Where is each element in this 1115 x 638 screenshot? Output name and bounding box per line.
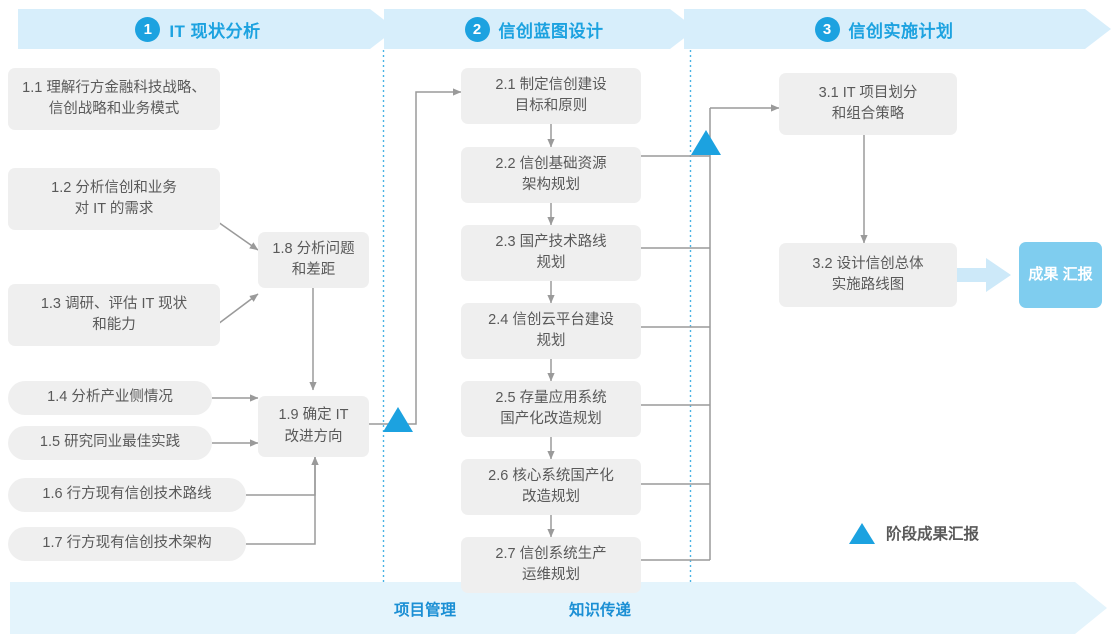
milestone-triangle-phase1 [383, 407, 413, 432]
legend-label: 阶段成果汇报 [886, 526, 980, 543]
phase-title-3: 信创实施计划 [848, 21, 954, 41]
phase-header-1: 1 IT 现状分析 [18, 9, 378, 49]
task-box-2-2[interactable]: 2.2 信创基础资源 架构规划 [461, 147, 641, 203]
legend: 阶段成果汇报 [849, 522, 979, 544]
footer-band [10, 582, 1107, 634]
task-box-1-6[interactable]: 1.6 行方现有信创技术路线 [8, 478, 246, 512]
task-box-3-2[interactable]: 3.2 设计信创总体 实施路线图 [779, 243, 957, 307]
task-1-2-line-1: 1.2 分析信创和业务 [51, 179, 177, 196]
milestone-triangle-phase2 [691, 130, 721, 155]
task-2-1-line-2: 目标和原则 [514, 98, 588, 114]
task-2-7-line-2: 运维规划 [522, 567, 580, 583]
task-2-2-line-2: 架构规划 [522, 177, 580, 193]
result-badge[interactable]: 成果 汇报 [1019, 242, 1102, 308]
task-2-6-line-1: 2.6 核心系统国产化 [488, 467, 614, 484]
footer-label-knowledge-transfer: 知识传递 [569, 602, 632, 619]
task-2-5-line-1: 2.5 存量应用系统 [495, 389, 607, 406]
phase-band-1 [18, 9, 396, 49]
phase-band-3 [684, 9, 1111, 49]
task-1-2-line-2: 对 IT 的需求 [74, 201, 154, 217]
task-2-1-line-1: 2.1 制定信创建设 [495, 76, 607, 93]
task-2-4-line-1: 2.4 信创云平台建设 [488, 311, 614, 328]
task-1-5-line-1: 1.5 研究同业最佳实践 [39, 434, 181, 451]
footer-label-project-management: 项目管理 [394, 602, 457, 619]
result-arrow [951, 258, 1011, 292]
task-3-2-line-1: 3.2 设计信创总体 [812, 255, 924, 272]
task-1-3-line-1: 1.3 调研、评估 IT 现状 [40, 295, 188, 312]
task-1-9-line-1: 1.9 确定 IT [278, 407, 349, 424]
task-box-2-7[interactable]: 2.7 信创系统生产 运维规划 [461, 537, 641, 593]
result-badge-line-1: 成果 [1028, 265, 1059, 283]
task-box-2-5[interactable]: 2.5 存量应用系统 国产化改造规划 [461, 381, 641, 437]
connector-1_6-to-1_9 [246, 456, 319, 496]
task-1-6-line-1: 1.6 行方现有信创技术路线 [42, 486, 212, 503]
phase-title-2: 信创蓝图设计 [498, 21, 604, 41]
milestone-triangle-icon [849, 522, 875, 544]
task-box-2-1[interactable]: 2.1 制定信创建设 目标和原则 [461, 68, 641, 124]
task-2-3-line-1: 2.3 国产技术路线 [495, 233, 607, 250]
connector-1_2-to-1_8 [217, 221, 259, 251]
task-box-1-3[interactable]: 1.3 调研、评估 IT 现状 和能力 [8, 284, 220, 346]
task-1-9-line-2: 改进方向 [284, 428, 343, 445]
task-box-2-3[interactable]: 2.3 国产技术路线 规划 [461, 225, 641, 281]
task-1-8-line-2: 和差距 [291, 262, 336, 278]
phase-title-1: IT 现状分析 [169, 21, 261, 41]
task-2-3-line-2: 规划 [536, 255, 566, 271]
phase-header-3: 3 信创实施计划 [684, 9, 1084, 49]
task-1-1-line-2: 信创战略和业务模式 [48, 101, 180, 117]
connector-1_3-to-1_8 [217, 293, 259, 325]
phase-number-2: 2 [464, 16, 490, 42]
task-1-3-line-2: 和能力 [92, 317, 136, 333]
task-box-1-8[interactable]: 1.8 分析问题 和差距 [258, 232, 369, 288]
task-box-3-1[interactable]: 3.1 IT 项目划分 和组合策略 [779, 73, 957, 135]
task-3-1-line-1: 3.1 IT 项目划分 [818, 84, 918, 101]
task-box-1-7[interactable]: 1.7 行方现有信创技术架构 [8, 527, 246, 561]
task-box-1-9[interactable]: 1.9 确定 IT 改进方向 [258, 396, 369, 457]
task-1-4-line-1: 1.4 分析产业侧情况 [47, 389, 173, 406]
task-box-1-4[interactable]: 1.4 分析产业侧情况 [8, 381, 212, 415]
phase-number-3: 3 [814, 16, 840, 42]
task-1-7-line-1: 1.7 行方现有信创技术架构 [42, 535, 212, 552]
task-2-5-line-2: 国产化改造规划 [500, 411, 602, 427]
task-2-6-line-2: 改造规划 [522, 489, 580, 505]
task-box-1-5[interactable]: 1.5 研究同业最佳实践 [8, 426, 212, 460]
task-box-1-2[interactable]: 1.2 分析信创和业务 对 IT 的需求 [8, 168, 220, 230]
task-box-2-4[interactable]: 2.4 信创云平台建设 规划 [461, 303, 641, 359]
task-3-1-line-2: 和组合策略 [831, 106, 905, 122]
phase-number-1: 1 [135, 16, 161, 42]
task-1-1-line-1: 1.1 理解行方金融科技战略、 [22, 79, 206, 96]
task-box-2-6[interactable]: 2.6 核心系统国产化 改造规划 [461, 459, 641, 515]
task-2-2-line-1: 2.2 信创基础资源 [495, 155, 607, 172]
connector-1_7-to-1_9 [246, 456, 319, 545]
task-box-1-1[interactable]: 1.1 理解行方金融科技战略、 信创战略和业务模式 [8, 68, 220, 130]
phase-band-2 [384, 9, 696, 49]
result-badge-line-2: 汇报 [1062, 265, 1093, 283]
task-1-8-line-1: 1.8 分析问题 [272, 240, 355, 257]
task-2-7-line-1: 2.7 信创系统生产 [495, 545, 607, 562]
task-2-4-line-2: 规划 [536, 333, 566, 349]
task-3-2-line-2: 实施路线图 [831, 277, 905, 293]
phase-header-2: 2 信创蓝图设计 [384, 9, 684, 49]
